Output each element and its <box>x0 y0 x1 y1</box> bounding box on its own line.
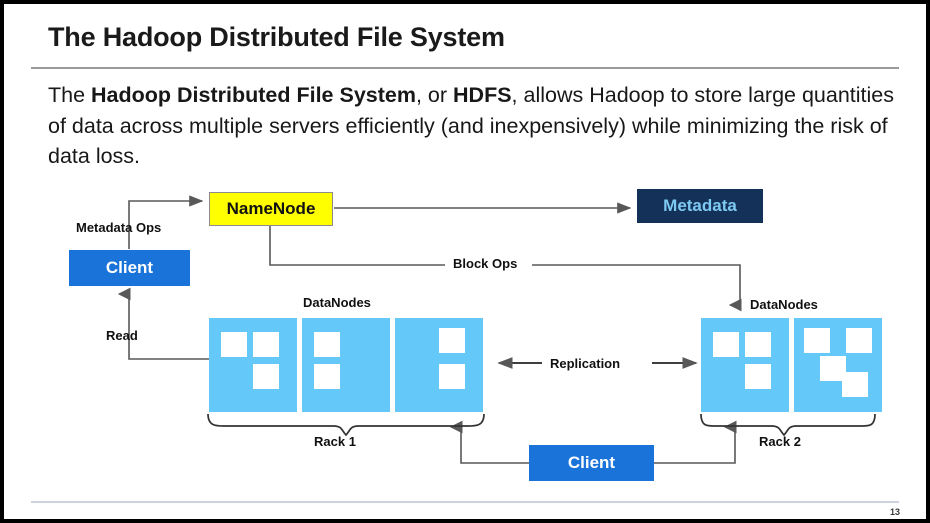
datanode-rack1-1[interactable] <box>209 318 297 412</box>
hdfs-architecture-diagram: NameNode Metadata Client Client <box>4 4 926 519</box>
connector-metadata-ops <box>128 195 204 249</box>
client-box-left[interactable]: Client <box>69 250 190 286</box>
label-replication: Replication <box>550 356 621 371</box>
block-tile <box>439 364 465 389</box>
label-rack1: Rack 1 <box>314 434 356 449</box>
label-datanodes-rack2: DataNodes <box>750 297 818 312</box>
label-read: Read <box>106 328 138 343</box>
block-tile <box>439 328 465 353</box>
datanode-rack2-2[interactable] <box>794 318 882 412</box>
block-tile <box>314 364 340 389</box>
label-datanodes-rack1: DataNodes <box>303 295 371 310</box>
block-tile <box>314 332 340 357</box>
body-text-bold2: HDFS <box>453 83 512 107</box>
block-tile <box>820 356 846 381</box>
block-tile <box>221 332 247 357</box>
datanode-rack1-2[interactable] <box>302 318 390 412</box>
block-tile <box>713 332 739 357</box>
body-text-part2: , or <box>415 83 454 107</box>
block-tile <box>253 332 279 357</box>
block-tile <box>745 332 771 357</box>
connector-read <box>117 287 209 360</box>
metadata-box[interactable]: Metadata <box>637 189 763 223</box>
block-tile <box>842 372 868 397</box>
label-block-ops: Block Ops <box>453 256 518 271</box>
datanode-rack1-3[interactable] <box>395 318 483 412</box>
block-tile <box>745 364 771 389</box>
connector-block-ops <box>269 226 742 312</box>
page-number: 13 <box>889 507 900 517</box>
page-title: The Hadoop Distributed File System <box>48 22 505 52</box>
slide: The Hadoop Distributed File System The H… <box>4 4 926 519</box>
datanode-rack2-1[interactable] <box>701 318 789 412</box>
connector-client-rack2 <box>654 420 737 464</box>
client-box-bottom[interactable]: Client <box>529 445 654 481</box>
title-divider <box>31 67 899 69</box>
body-paragraph: The Hadoop Distributed File System, or H… <box>48 80 896 172</box>
body-text-bold1: Hadoop Distributed File System <box>91 83 416 107</box>
footer-divider <box>31 501 899 503</box>
label-rack2: Rack 2 <box>759 434 801 449</box>
namenode-box[interactable]: NameNode <box>209 192 333 226</box>
rack2-brace <box>700 413 876 437</box>
block-tile <box>253 364 279 389</box>
block-tile <box>804 328 830 353</box>
body-text-part3: , allows Hadoop to store large quantitie… <box>48 83 894 169</box>
label-metadata-ops: Metadata Ops <box>76 220 162 235</box>
connector-client-rack1 <box>449 420 529 464</box>
block-tile <box>846 328 872 353</box>
body-text-part1: The <box>48 83 92 107</box>
rack1-brace <box>207 413 485 437</box>
diagram-connectors <box>117 195 876 464</box>
